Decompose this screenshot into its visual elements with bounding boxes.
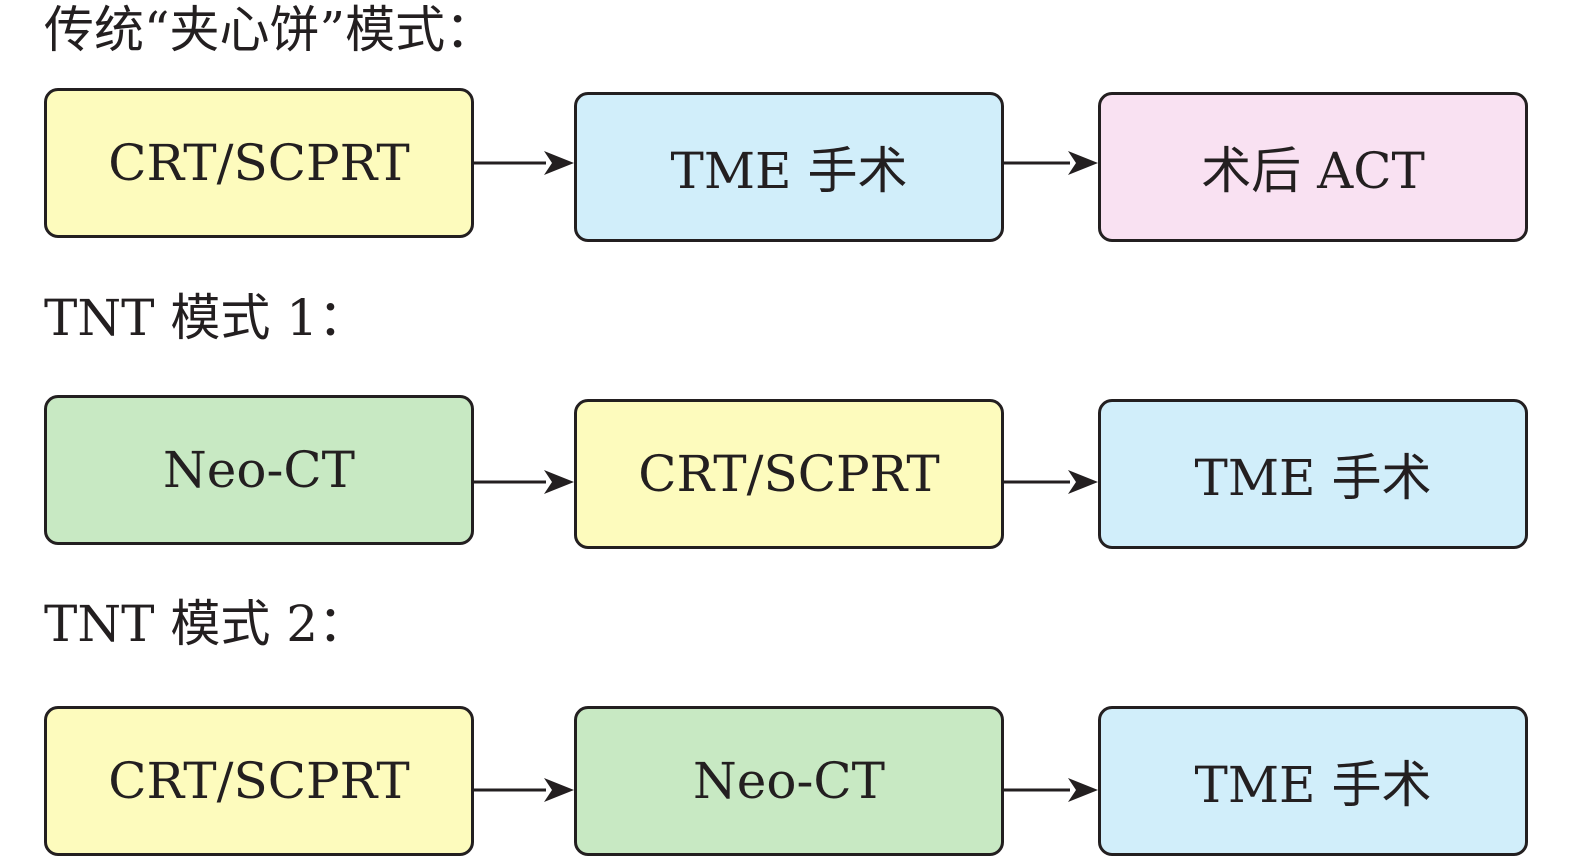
row-1-step-3-box: 术后 ACT bbox=[1098, 92, 1528, 242]
row-2-step-3-box: TME 手术 bbox=[1098, 399, 1528, 549]
step-label: 术后 ACT bbox=[1201, 142, 1425, 200]
row-1-step-2-box: TME 手术 bbox=[574, 92, 1004, 242]
row-3-step-1-box: CRT/SCPRT bbox=[44, 706, 474, 856]
step-label: TME 手术 bbox=[670, 142, 908, 200]
row-3-arrow-2 bbox=[1004, 775, 1098, 805]
step-label: CRT/SCPRT bbox=[108, 134, 410, 192]
row-1-heading: 传统“夹心饼”模式： bbox=[44, 1, 496, 59]
row-2-step-2-box: CRT/SCPRT bbox=[574, 399, 1004, 549]
row-3-step-3-box: TME 手术 bbox=[1098, 706, 1528, 856]
step-label: TME 手术 bbox=[1194, 756, 1432, 814]
step-label: Neo-CT bbox=[693, 752, 885, 810]
row-3-step-2-box: Neo-CT bbox=[574, 706, 1004, 856]
row-2-arrow-2 bbox=[1004, 467, 1098, 497]
row-3-arrow-1 bbox=[474, 775, 574, 805]
step-label: CRT/SCPRT bbox=[108, 752, 410, 810]
row-1-arrow-2 bbox=[1004, 148, 1098, 178]
row-1-step-1-box: CRT/SCPRT bbox=[44, 88, 474, 238]
row-2-heading: TNT 模式 1： bbox=[44, 289, 369, 347]
step-label: TME 手术 bbox=[1194, 449, 1432, 507]
row-2-arrow-1 bbox=[474, 467, 574, 497]
row-3-heading: TNT 模式 2： bbox=[44, 595, 369, 653]
row-1-arrow-1 bbox=[474, 148, 574, 178]
row-2-step-1-box: Neo-CT bbox=[44, 395, 474, 545]
step-label: CRT/SCPRT bbox=[638, 445, 940, 503]
step-label: Neo-CT bbox=[163, 441, 355, 499]
